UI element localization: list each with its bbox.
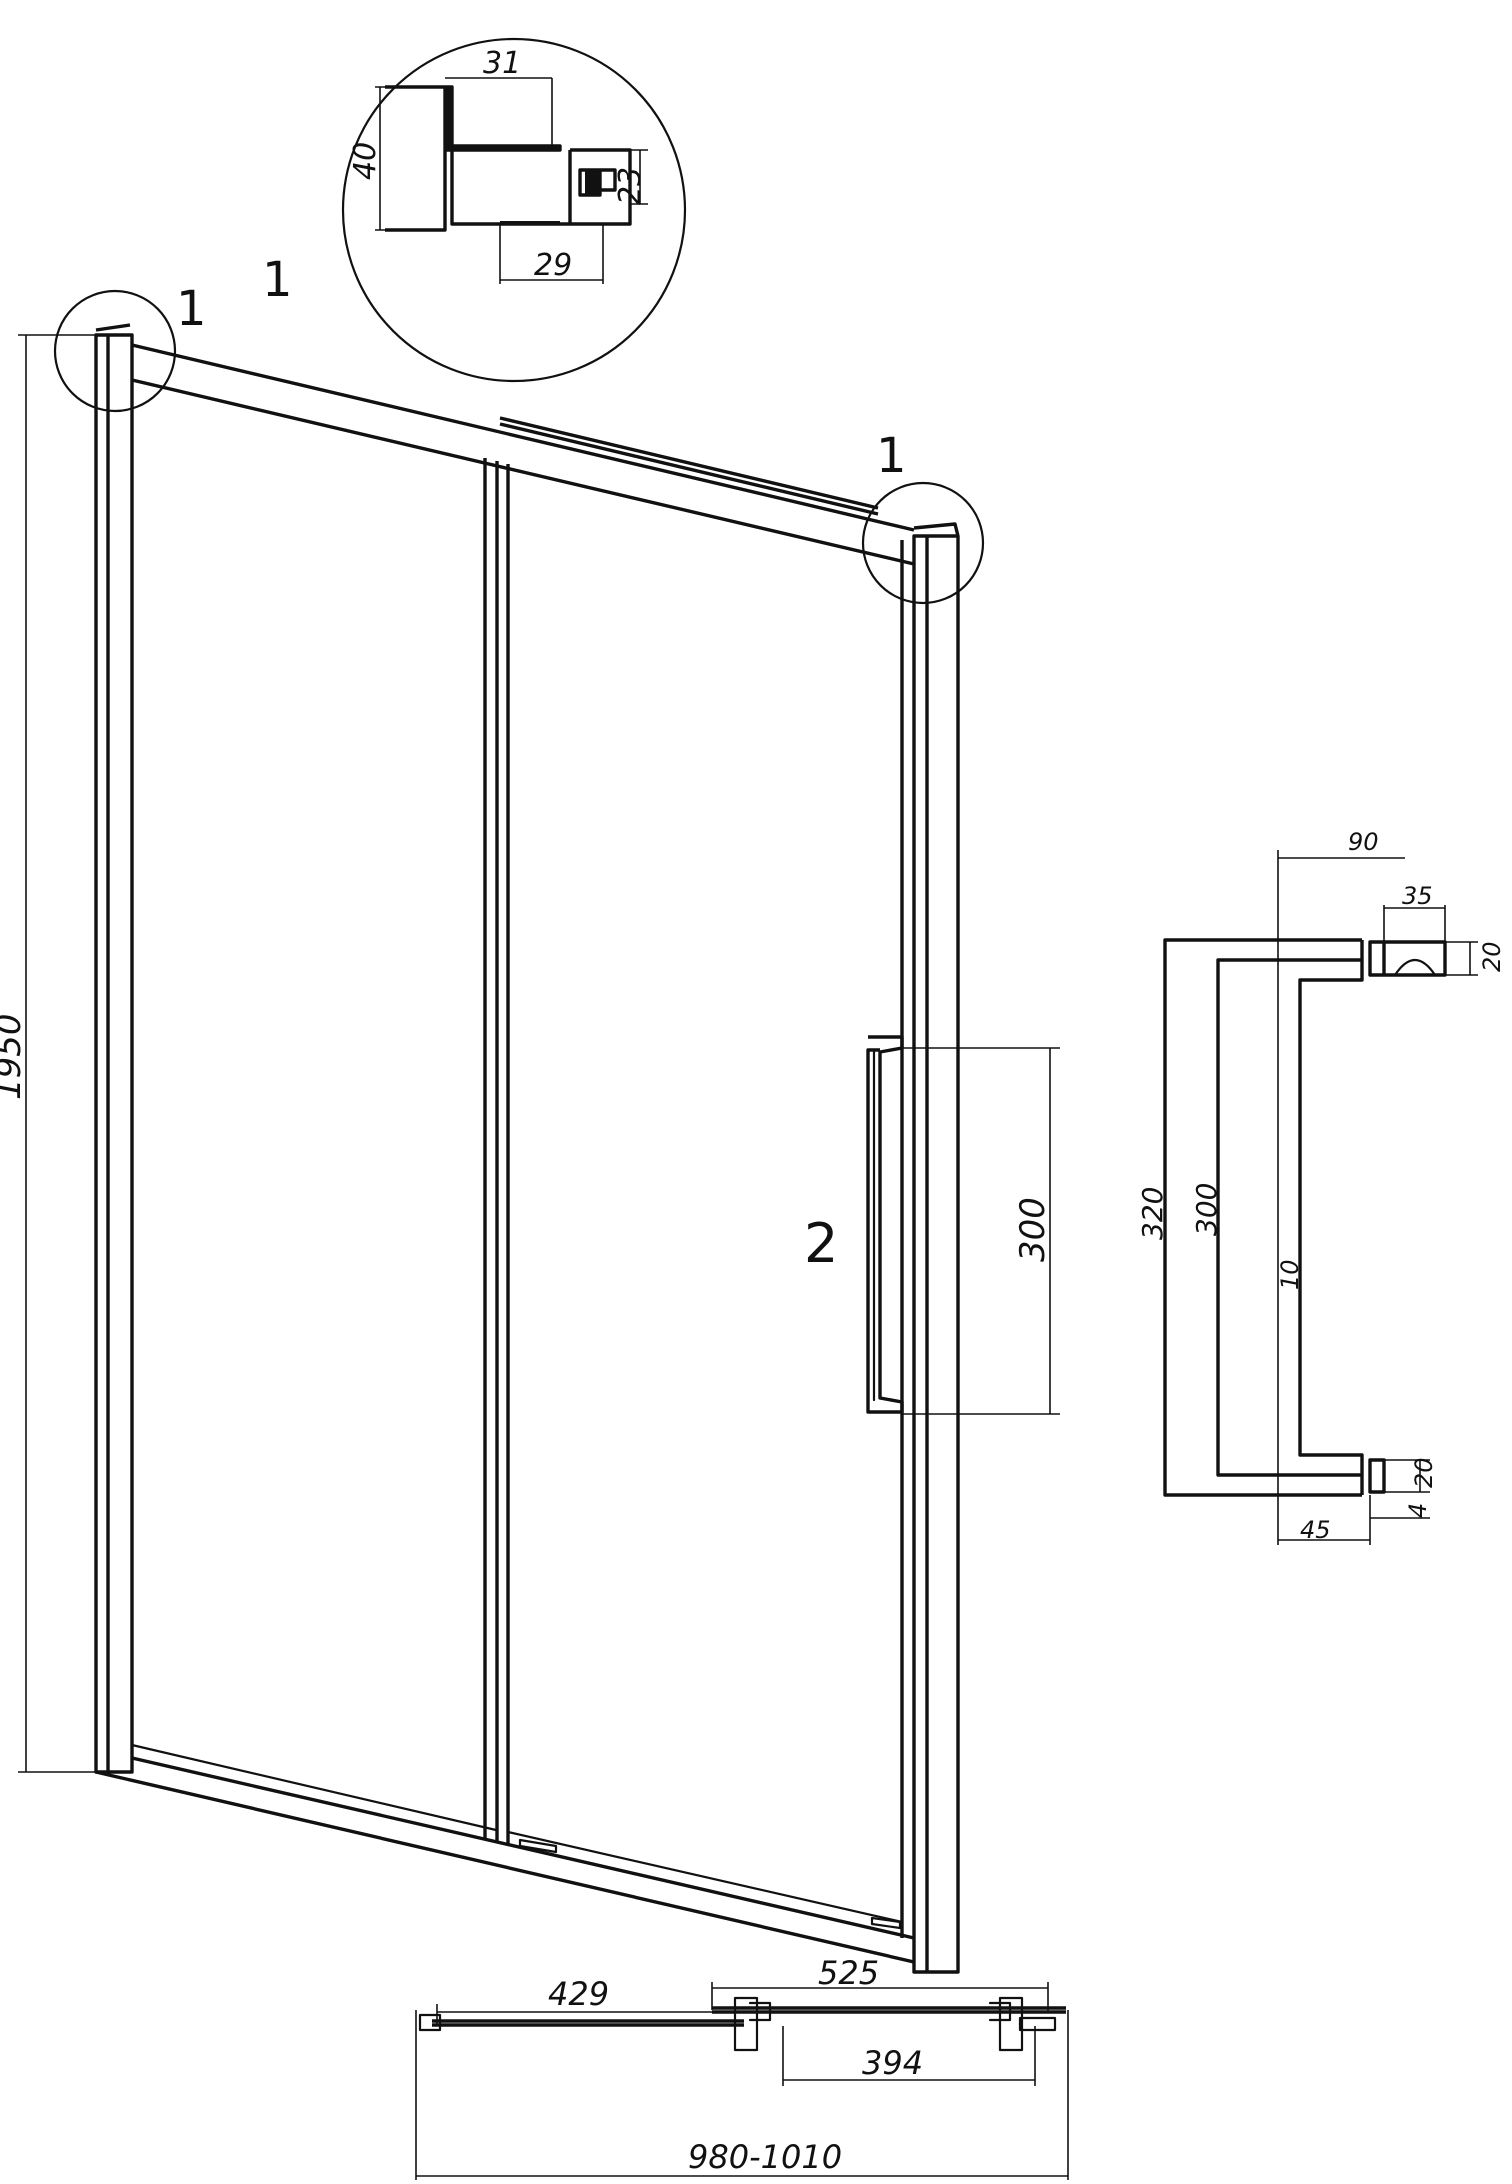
plan-fitting-right [988, 1996, 1024, 2052]
dim-label-429: 429 [548, 1975, 609, 2013]
dim-label-300-handle: 300 [1190, 1183, 1223, 1236]
dim-label-300: 300 [1013, 1197, 1053, 1262]
dim-label-394: 394 [862, 2044, 923, 2082]
right-post [912, 522, 960, 1974]
handle-profile-inner [1216, 958, 1362, 1477]
plan-wall-left [418, 2013, 442, 2032]
handle-mount-top [1368, 940, 1447, 977]
profile-detail: 31 40 23 29 [341, 37, 687, 383]
detail-circle [341, 37, 687, 383]
callout-1-left: 1 [176, 281, 207, 337]
dim-label-980-1010: 980-1010 [688, 2138, 842, 2176]
plan-view: 429 525 394 980-1010 [415, 1954, 1069, 2180]
handle-detail: 90 35 20 320 300 10 20 4 45 [1136, 828, 1506, 1545]
callout-2-handle: 2 [804, 1212, 838, 1275]
dim-label-31: 31 [483, 46, 521, 81]
sliding-panel-plan [712, 2006, 1066, 2014]
handle-mount-top-arc [1393, 958, 1437, 977]
sliding-panel-left-frame [483, 458, 510, 1846]
left-post [94, 323, 134, 1774]
corner-callout-circle-right [861, 481, 985, 605]
dim-label-29: 29 [534, 248, 572, 283]
dim-label-20-bottom: 20 [1410, 1457, 1438, 1488]
handle-profile-bar [1298, 940, 1364, 1495]
callout-1-right: 1 [876, 428, 907, 484]
top-track [499, 416, 879, 516]
door-elevation: 1950 300 1 1 1 2 [0, 252, 1060, 1974]
dim-label-525: 525 [818, 1954, 879, 1992]
dim-label-20-top: 20 [1478, 941, 1506, 972]
fixed-panel-plan [432, 2019, 744, 2027]
fixed-panel-edge [130, 1743, 498, 1832]
door-handle[interactable] [866, 1035, 904, 1414]
dim-label-90: 90 [1348, 828, 1379, 856]
bottom-roller-left [518, 1838, 558, 1854]
plan-fitting-left [733, 1996, 772, 2052]
callout-1-middle: 1 [262, 252, 293, 308]
dim-label-320: 320 [1136, 1187, 1169, 1240]
sliding-panel-bottom [506, 1830, 904, 1924]
bottom-rail [95, 1756, 915, 1964]
handle-profile-outer [1163, 938, 1362, 1497]
dim-label-1950: 1950 [0, 1013, 29, 1100]
dim-label-40: 40 [348, 142, 383, 180]
top-rail [131, 343, 915, 566]
dim-label-23: 23 [613, 167, 648, 205]
dim-label-4: 4 [1404, 1503, 1432, 1518]
corner-callout-circle-left [53, 289, 177, 413]
profile-outline [385, 85, 632, 232]
plan-wall-right [1018, 2016, 1057, 2032]
bottom-roller-right [870, 1916, 902, 1930]
dim-label-35: 35 [1402, 882, 1433, 910]
dim-label-45: 45 [1300, 1516, 1331, 1544]
dim-label-10: 10 [1276, 1259, 1304, 1290]
handle-mount-bottom [1368, 1458, 1386, 1494]
profile-fill [446, 87, 600, 225]
